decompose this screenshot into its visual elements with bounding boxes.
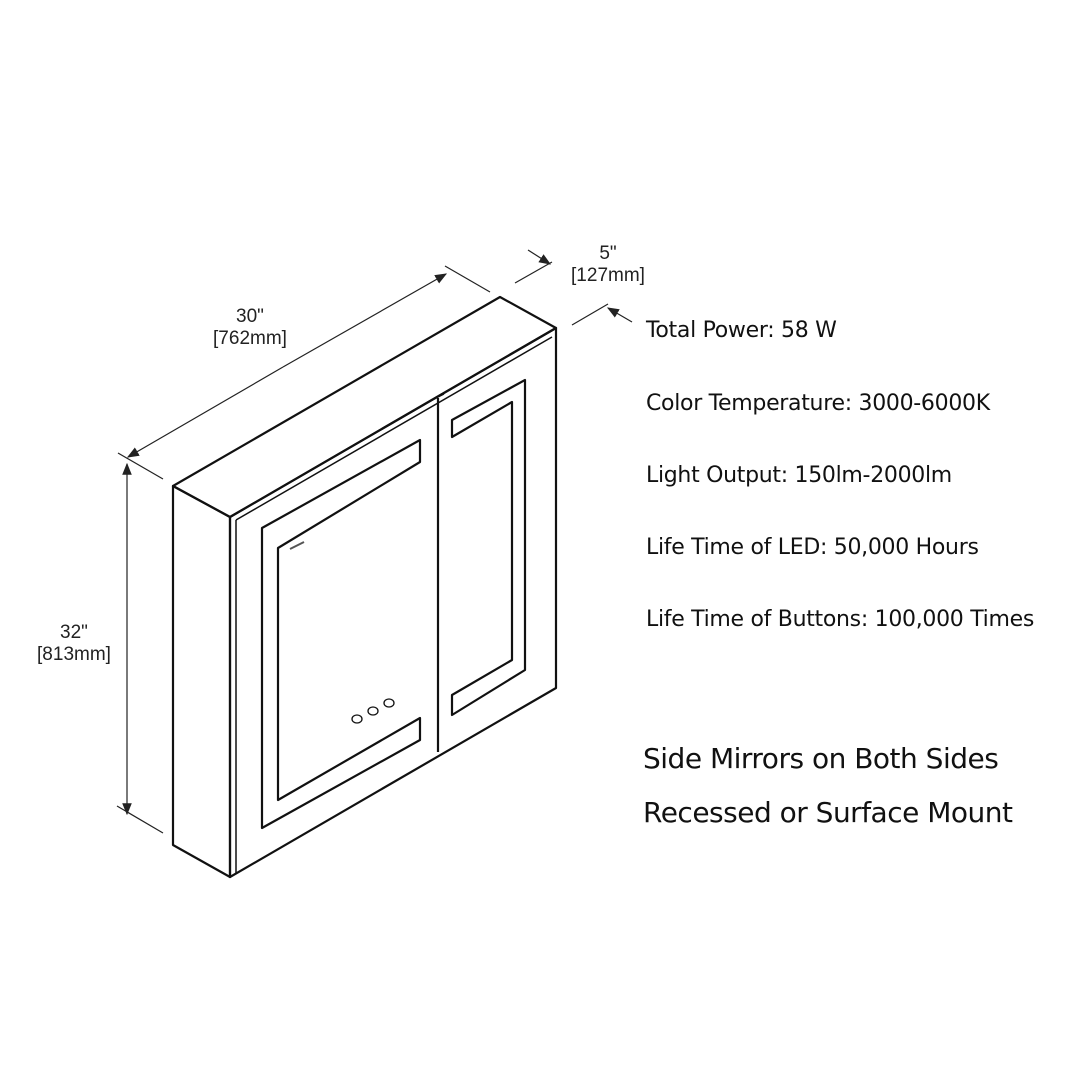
- height-label: 32" [813mm]: [24, 622, 124, 666]
- touch-button-icon: [367, 706, 379, 716]
- depth-inches: 5": [599, 243, 617, 264]
- touch-button-icon: [383, 698, 395, 708]
- depth-mm: [127mm]: [571, 265, 645, 286]
- feature-side-mirrors: Side Mirrors on Both Sides: [643, 742, 999, 775]
- spec-total-power: Total Power: 58 W: [646, 318, 837, 343]
- touch-buttons: [351, 698, 395, 724]
- height-mm: [813mm]: [37, 644, 111, 665]
- cabinet-side-face: [171, 484, 232, 879]
- spec-color-temperature: Color Temperature: 3000-6000K: [646, 391, 990, 416]
- width-label: 30" [762mm]: [200, 306, 300, 350]
- cabinet-front-face: [228, 326, 558, 879]
- width-inches: 30": [236, 306, 264, 327]
- right-door-led-frame: [450, 378, 527, 717]
- feature-mount-type: Recessed or Surface Mount: [643, 796, 1013, 829]
- width-dimension-line: [126, 366, 284, 458]
- spec-led-lifetime: Life Time of LED: 50,000 Hours: [646, 535, 979, 560]
- spec-light-output: Light Output: 150lm-2000lm: [646, 463, 952, 488]
- display-logo-icon: [289, 541, 305, 550]
- width-mm: [762mm]: [213, 328, 287, 349]
- height-inches: 32": [60, 622, 88, 643]
- depth-label: 5" [127mm]: [558, 243, 658, 287]
- left-door-led-frame: [260, 438, 422, 830]
- touch-button-icon: [351, 714, 363, 724]
- spec-button-lifetime: Life Time of Buttons: 100,000 Times: [646, 607, 1035, 632]
- depth-dimension-arrow: [527, 249, 552, 265]
